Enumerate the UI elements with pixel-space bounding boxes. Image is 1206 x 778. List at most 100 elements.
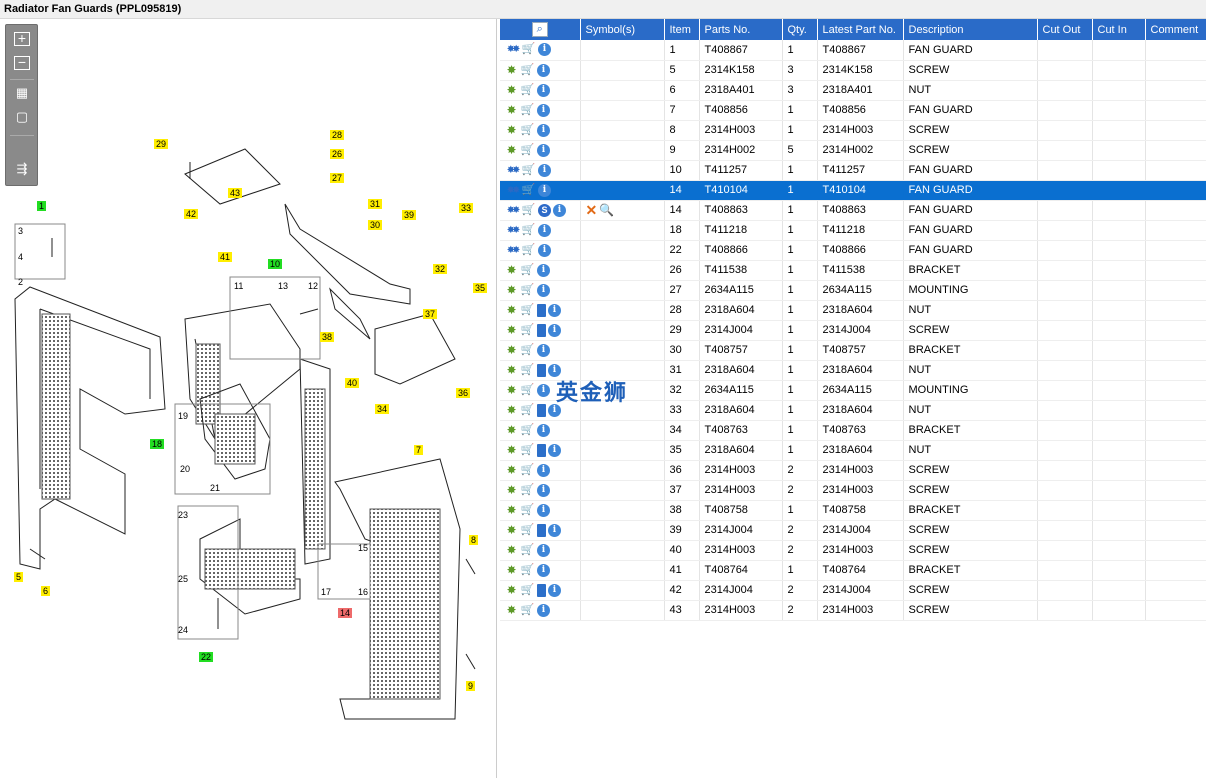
manual-icon[interactable] [537, 403, 546, 417]
cart-icon[interactable]: 🛒 [520, 603, 535, 616]
manual-icon[interactable] [537, 363, 546, 377]
cart-icon[interactable]: 🛒 [520, 523, 535, 536]
callout-30[interactable]: 30 [368, 220, 383, 230]
column-header-cut-in[interactable]: Cut In [1092, 19, 1146, 40]
info-icon[interactable]: i [537, 603, 550, 617]
callout-35[interactable]: 35 [473, 283, 488, 293]
callout-28[interactable]: 28 [330, 130, 345, 140]
zoom-in-button[interactable]: + [12, 31, 32, 49]
callout-33[interactable]: 33 [459, 203, 474, 213]
gear-icon[interactable]: ✸ [506, 582, 517, 597]
callout-21[interactable]: 21 [210, 483, 221, 493]
column-header-symbols[interactable]: Symbol(s) [580, 19, 665, 40]
callout-20[interactable]: 20 [180, 464, 191, 474]
manual-icon[interactable] [537, 583, 546, 597]
callout-16[interactable]: 16 [358, 587, 369, 597]
gear-icon[interactable]: ✸ [506, 142, 517, 157]
manual-icon[interactable] [537, 443, 546, 457]
callout-11[interactable]: 11 [234, 281, 244, 291]
cart-icon[interactable]: 🛒 [521, 163, 536, 176]
info-icon[interactable]: i [538, 43, 551, 57]
info-icon[interactable]: i [548, 303, 561, 317]
cart-icon[interactable]: 🛒 [520, 483, 535, 496]
info-icon[interactable]: i [537, 103, 550, 117]
cart-icon[interactable]: 🛒 [520, 503, 535, 516]
supersession-icon[interactable]: S [538, 203, 551, 217]
cart-icon[interactable]: 🛒 [520, 403, 535, 416]
callout-25[interactable]: 25 [178, 574, 189, 584]
callout-4[interactable]: 4 [18, 252, 24, 262]
export-button[interactable]: ⇶ [12, 161, 32, 179]
callout-26[interactable]: 26 [330, 149, 345, 159]
callout-9[interactable]: 9 [466, 681, 476, 691]
gear-icon[interactable]: ✸ [506, 122, 517, 137]
cart-icon[interactable]: 🛒 [520, 443, 535, 456]
gears-icon[interactable]: ✸✸ [506, 164, 521, 176]
callout-6[interactable]: 6 [41, 586, 51, 596]
cart-icon[interactable]: 🛒 [520, 383, 535, 396]
callout-7[interactable]: 7 [414, 445, 424, 455]
callout-38[interactable]: 38 [320, 332, 335, 342]
info-icon[interactable]: i [538, 223, 551, 237]
column-header-qty[interactable]: Qty. [782, 19, 818, 40]
zoom-out-button[interactable]: − [12, 55, 32, 73]
column-header-latest-part-no[interactable]: Latest Part No. [817, 19, 904, 40]
gear-icon[interactable]: ✸ [506, 82, 517, 97]
callout-29[interactable]: 29 [154, 139, 169, 149]
gear-icon[interactable]: ✸ [506, 602, 517, 617]
info-icon[interactable]: i [548, 403, 561, 417]
callout-42[interactable]: 42 [184, 209, 199, 219]
info-icon[interactable]: i [537, 343, 550, 357]
cart-icon[interactable]: 🛒 [520, 63, 535, 76]
gear-icon[interactable]: ✸ [506, 322, 517, 337]
cart-icon[interactable]: 🛒 [520, 563, 535, 576]
info-icon[interactable]: i [548, 443, 561, 457]
fit-button[interactable]: ▦ [12, 85, 32, 103]
cart-icon[interactable]: 🛒 [520, 363, 535, 376]
manual-icon[interactable] [537, 323, 546, 337]
gear-icon[interactable]: ✸ [506, 442, 517, 457]
info-icon[interactable]: i [537, 423, 550, 437]
gear-icon[interactable]: ✸ [506, 382, 517, 397]
info-icon[interactable]: i [537, 63, 550, 77]
cart-icon[interactable]: 🛒 [520, 543, 535, 556]
callout-36[interactable]: 36 [456, 388, 471, 398]
cart-icon[interactable]: 🛒 [521, 243, 536, 256]
gears-icon[interactable]: ✸✸ [506, 224, 521, 236]
callout-8[interactable]: 8 [469, 535, 479, 545]
search-column-icon[interactable]: ⌕ [531, 22, 548, 37]
cart-icon[interactable]: 🛒 [520, 423, 535, 436]
gear-icon[interactable]: ✸ [506, 402, 517, 417]
gear-icon[interactable]: ✸ [506, 462, 517, 477]
info-icon[interactable]: i [548, 583, 561, 597]
cart-icon[interactable]: 🛒 [520, 263, 535, 276]
cart-icon[interactable]: 🛒 [520, 83, 535, 96]
callout-14[interactable]: 14 [338, 608, 353, 618]
gear-icon[interactable]: ✸ [506, 542, 517, 557]
cut-out-symbol-icon[interactable]: ✕ [585, 201, 598, 218]
gears-icon[interactable]: ✸✸ [506, 204, 521, 216]
callout-3[interactable]: 3 [18, 226, 24, 236]
gear-icon[interactable]: ✸ [506, 362, 517, 377]
info-icon[interactable]: i [537, 503, 550, 517]
callout-1[interactable]: 1 [37, 201, 47, 211]
gear-icon[interactable]: ✸ [506, 482, 517, 497]
gear-icon[interactable]: ✸ [506, 502, 517, 517]
column-header-cut-out[interactable]: Cut Out [1037, 19, 1093, 40]
callout-22[interactable]: 22 [199, 652, 214, 662]
cart-icon[interactable]: 🛒 [520, 583, 535, 596]
callout-13[interactable]: 13 [278, 281, 289, 291]
